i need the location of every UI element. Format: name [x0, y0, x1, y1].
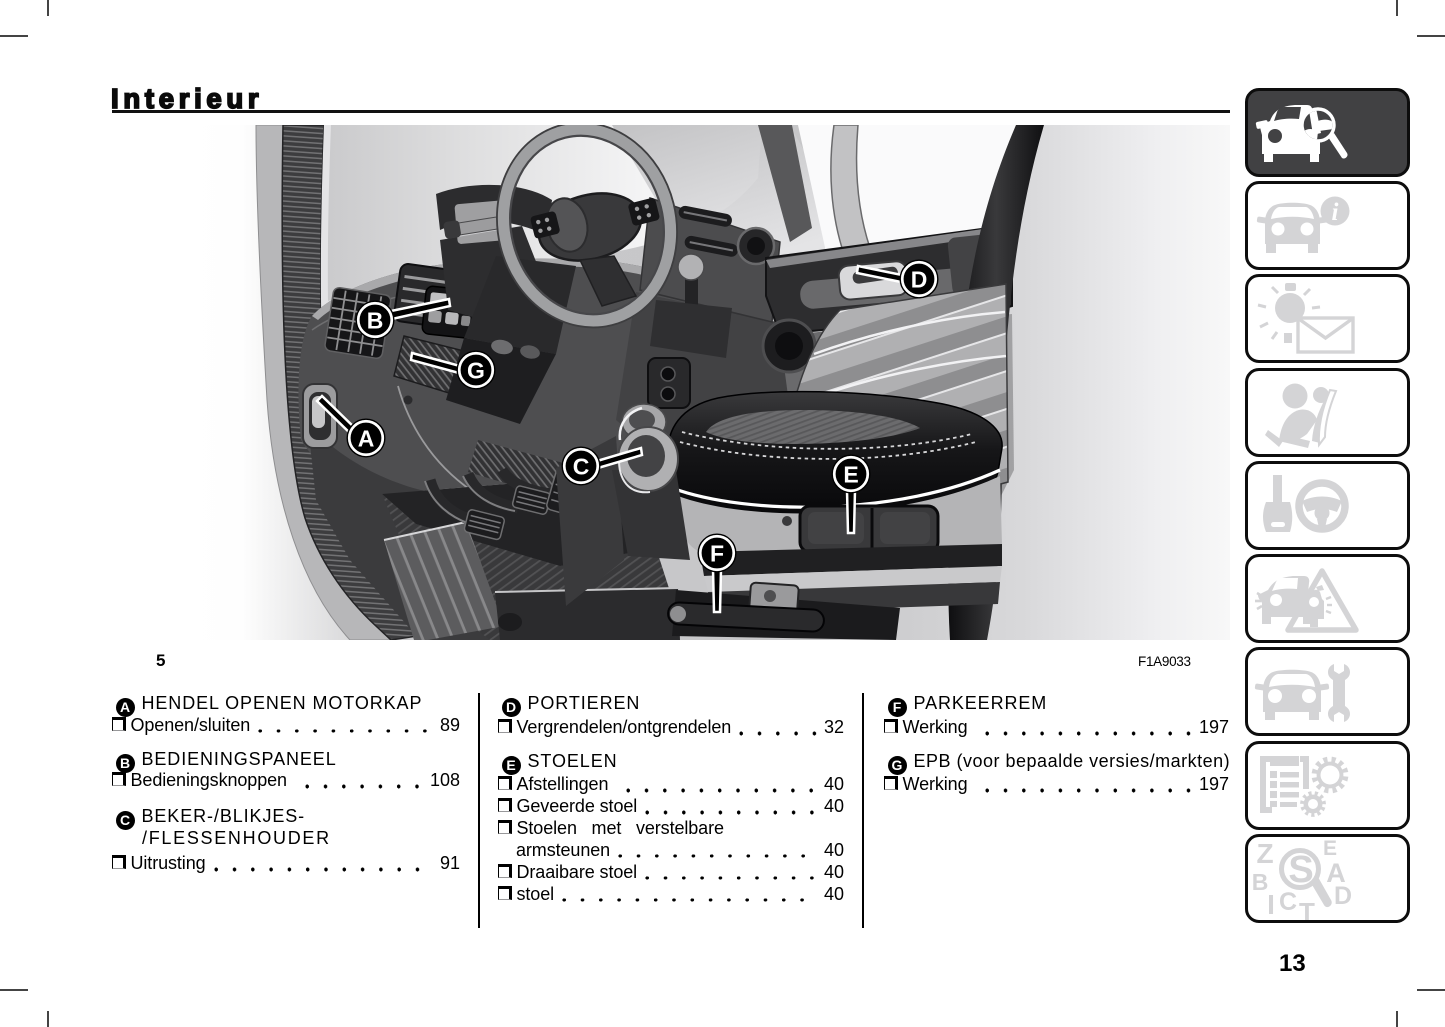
svg-text:C: C	[573, 454, 590, 480]
svg-text:D: D	[911, 267, 928, 293]
svg-text:B: B	[1252, 869, 1269, 895]
svg-text:Z: Z	[1256, 838, 1273, 869]
svg-text:E: E	[843, 462, 858, 488]
svg-text:C: C	[1279, 888, 1297, 916]
svg-text:D: D	[1334, 882, 1352, 910]
svg-text:B: B	[367, 308, 384, 334]
svg-text:A: A	[1326, 858, 1346, 888]
svg-text:i: i	[1332, 199, 1339, 226]
svg-text:T: T	[1299, 897, 1315, 920]
svg-text:I: I	[1267, 889, 1275, 920]
svg-text:A: A	[358, 426, 375, 452]
svg-text:E: E	[1323, 837, 1337, 860]
svg-text:F: F	[710, 541, 724, 567]
svg-text:G: G	[467, 358, 485, 384]
